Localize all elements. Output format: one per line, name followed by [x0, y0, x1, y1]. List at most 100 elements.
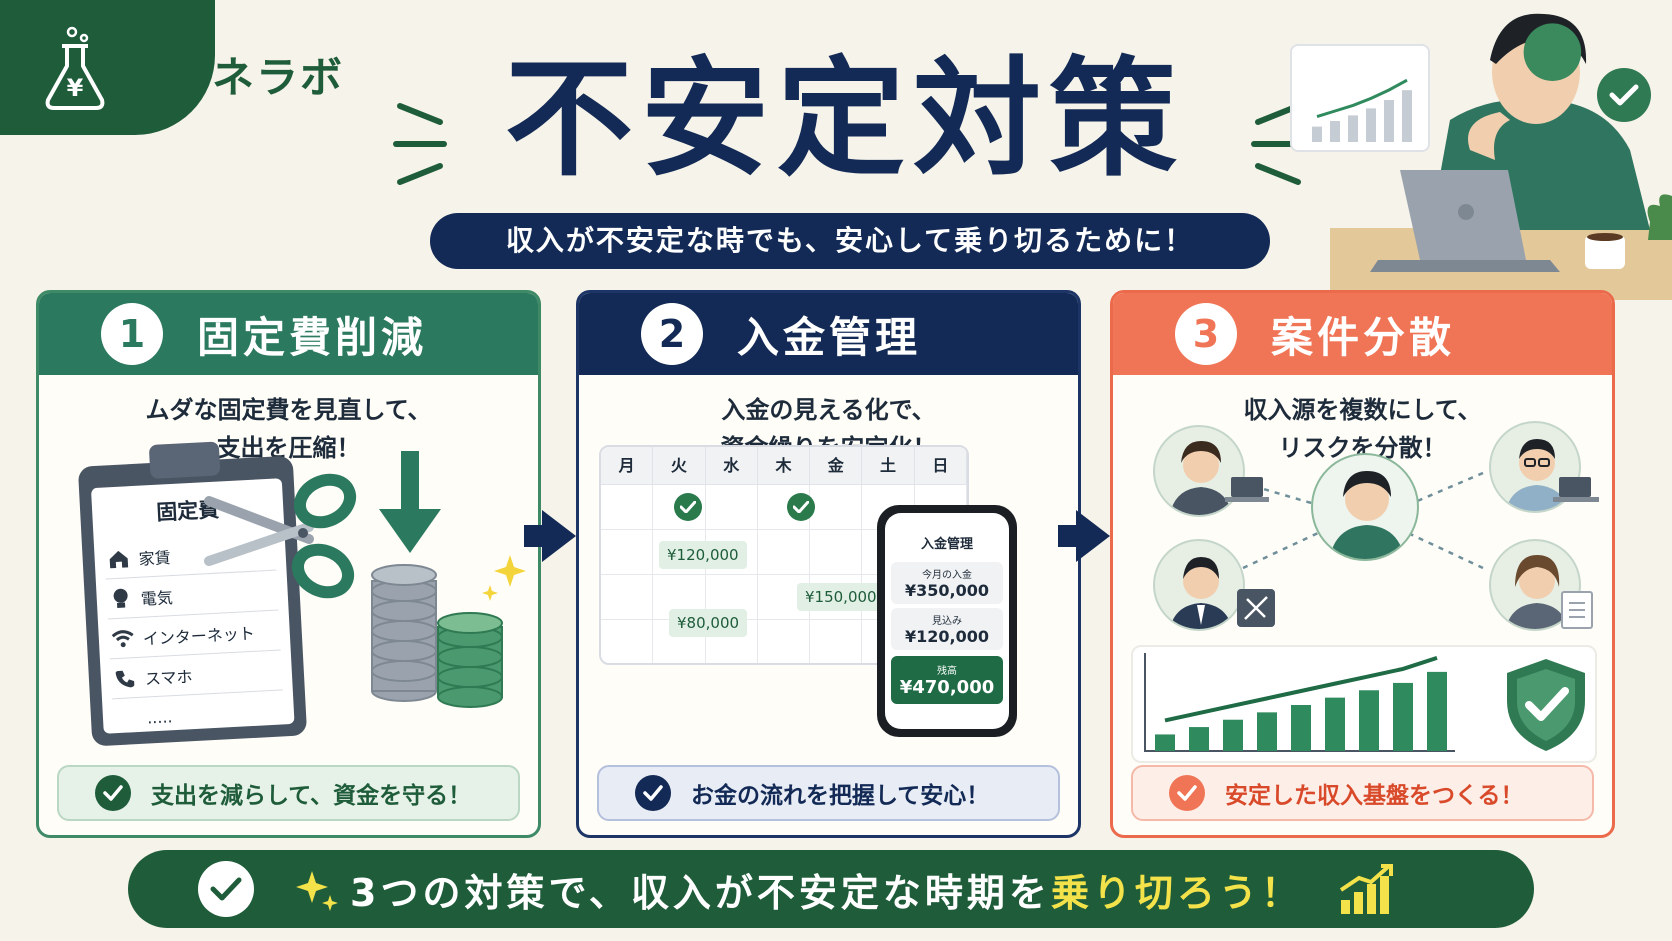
mini-chart-trend: [1316, 78, 1408, 119]
wifi-icon: [108, 628, 137, 647]
banner-check-icon: [198, 861, 254, 917]
weekday-header: 土: [862, 447, 915, 485]
list-item-label: 電気: [140, 587, 174, 609]
phone-screen: 入金管理 今月の入金 ¥350,000 見込み ¥120,000 残高 ¥470…: [885, 513, 1009, 729]
lightbulb-icon: [106, 587, 135, 610]
growth-bar: [1223, 719, 1243, 751]
flask-icon: ¥: [45, 26, 105, 110]
avatar-man-glasses: [1489, 421, 1581, 513]
phone-title: 入金管理: [920, 537, 973, 552]
check-icon: [635, 775, 671, 811]
growth-bar: [1291, 705, 1311, 751]
list-item: インターネット: [107, 610, 281, 660]
calendar-cell: [810, 530, 863, 575]
scissors-icon: [204, 473, 357, 599]
avatar-woman-document: [1489, 539, 1581, 631]
down-arrow-icon: [379, 451, 441, 553]
house-icon: [104, 548, 133, 569]
phone-total-block: 残高 ¥470,000: [891, 656, 1003, 704]
summary-banner: 3つの対策で、収入が不安定な時期を乗り切ろう！: [128, 850, 1534, 928]
calendar-cell: [653, 485, 706, 530]
svg-text:¥: ¥: [67, 74, 84, 102]
growth-chart-card: [1290, 44, 1430, 152]
calendar-cell: [757, 530, 811, 575]
card-footer-text: 支出を減らして、資金を守る！: [151, 783, 472, 809]
check-icon: [1169, 775, 1205, 811]
phone-expected-value: ¥120,000: [904, 627, 989, 646]
avatar-center-person: [1311, 453, 1419, 561]
design-tools-icon: [1237, 589, 1275, 627]
desc-line-1: 入金の見える化で、: [721, 396, 936, 424]
card-number: 3: [1175, 303, 1237, 365]
growth-bar: [1257, 712, 1277, 751]
laptop-icon: [1553, 477, 1599, 502]
calendar-cell: [601, 620, 654, 663]
card-title: 入金管理: [737, 312, 922, 362]
avatar-man-suit: [1153, 539, 1245, 631]
mini-chart-bar: [1384, 100, 1394, 142]
fixed-cost-clipboard: 固定費 家賃 電気 インターネット スマホ .....: [77, 441, 308, 747]
page-title: 不安定対策: [504, 45, 1185, 194]
card-number: 2: [641, 303, 703, 365]
mini-chart-bar: [1330, 121, 1340, 142]
person-icon: [1505, 555, 1569, 629]
card-footer: 安定した収入基盤をつくる！: [1131, 765, 1594, 821]
payment-chip: ¥120,000: [659, 541, 747, 569]
card-fixed-cost-reduction: 1 固定費削減 ムダな固定費を見直して、 支出を圧縮！ 固定費 家賃 電気 イン…: [36, 290, 541, 838]
person-icon: [1169, 557, 1233, 629]
calendar-grid: 月火水木金土日: [601, 447, 967, 663]
growth-trend-line: [1164, 655, 1438, 723]
phone-month-value: ¥350,000: [904, 581, 989, 600]
rising-bars-icon: [1339, 864, 1393, 914]
calendar-cell: [706, 620, 758, 663]
document-icon: [1561, 591, 1593, 629]
mini-chart-bar: [1366, 108, 1376, 142]
phone-month-block: 今月の入金 ¥350,000: [891, 562, 1003, 604]
list-item: 電気: [105, 570, 279, 620]
growth-bar: [1189, 727, 1209, 751]
growth-bar: [1325, 697, 1345, 751]
mini-chart-bar: [1312, 126, 1322, 142]
person-icon: [1505, 439, 1569, 511]
payment-chip: ¥80,000: [669, 609, 748, 637]
payment-chip: ¥150,000: [797, 583, 885, 611]
weekday-header: 月: [601, 447, 654, 485]
banner-text-highlight: 乗り切ろう！: [1050, 870, 1303, 915]
arrow-right-icon: [542, 510, 576, 562]
flow-arrow: [524, 510, 576, 562]
card-description: ムダな固定費を見直して、 支出を圧縮！: [39, 391, 538, 467]
person-icon: [1169, 441, 1233, 515]
growth-chart-icon: [1312, 78, 1412, 142]
calendar-check-icon: [674, 493, 702, 521]
calendar-cell: [601, 575, 654, 620]
card-footer: お金の流れを把握して安心！: [597, 765, 1060, 821]
sparkle-icon: [296, 871, 338, 911]
card-title: 固定費削減: [197, 312, 428, 362]
calendar-cell: [810, 485, 863, 530]
weekday-header: 火: [653, 447, 706, 485]
income-growth-chart: [1144, 653, 1455, 752]
growth-bar: [1427, 671, 1447, 751]
banner-text-main: 3つの対策で、収入が不安定な時期を: [350, 870, 1051, 915]
weekday-header: 木: [757, 447, 811, 485]
brand-name: マネラボ: [168, 53, 345, 102]
desc-line-1: 収入源を複数にして、: [1243, 396, 1482, 424]
list-item-label: 家賃: [138, 547, 172, 569]
list-item: スマホ: [109, 650, 283, 700]
clipboard-paper: 固定費 家賃 電気 インターネット スマホ .....: [90, 478, 295, 734]
person-icon: [1329, 471, 1405, 559]
calendar-cell: [758, 620, 811, 663]
weekday-header: 金: [810, 447, 863, 485]
card-number: 1: [101, 303, 163, 365]
phone-total-value: ¥470,000: [899, 677, 995, 698]
phone-icon: [110, 667, 139, 688]
list-item: 家賃: [103, 530, 277, 580]
brand-logo-tab: ¥: [0, 0, 215, 135]
phone-month-label: 今月の入金: [922, 570, 972, 581]
flow-arrow: [1058, 510, 1110, 562]
growth-bar: [1393, 682, 1413, 751]
mini-chart-bar: [1348, 115, 1358, 142]
coin-stack-icon: [371, 555, 526, 708]
card-footer-text: 安定した収入基盤をつくる！: [1225, 783, 1524, 809]
growth-bar: [1155, 734, 1175, 751]
